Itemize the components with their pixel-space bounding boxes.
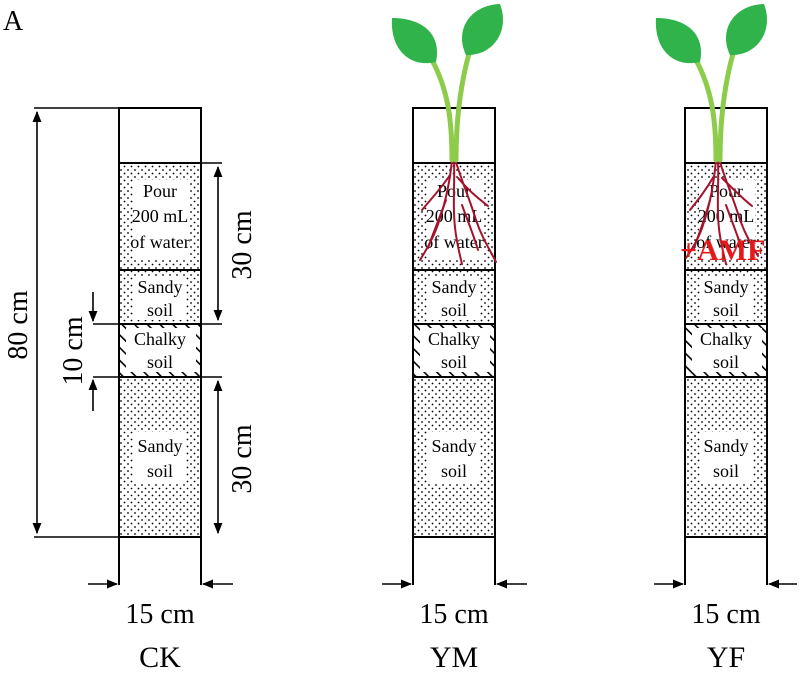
- leaf-left: [655, 18, 701, 64]
- treatment-label-yf: YF: [707, 641, 745, 674]
- chalky-label-1: Chalky: [428, 329, 480, 349]
- column-ym: Pour 200 mL of water Sandy soil Chalky s…: [382, 4, 527, 674]
- lower-height-label: 30 cm: [227, 424, 258, 493]
- roots: [419, 159, 497, 265]
- sandy-lower-label-1: Sandy: [138, 436, 183, 456]
- treatment-label-ck: CK: [139, 641, 181, 674]
- chalky-height-label: 10 cm: [58, 316, 89, 385]
- panel-label: A: [3, 6, 24, 37]
- sandy-upper-label-2: soil: [441, 300, 467, 320]
- upper-height-label: 30 cm: [227, 210, 258, 279]
- top-layer-label-1: Pour: [143, 181, 177, 201]
- column-yf: Pour 200 mL of water Sandy soil Chalky s…: [654, 4, 797, 674]
- column-ck: Pour 200 mL of water Sandy soil Chalky s…: [3, 107, 258, 674]
- seedling: [655, 4, 767, 163]
- width-label: 15 cm: [125, 599, 194, 630]
- amf-label: +AMF: [680, 234, 765, 267]
- top-layer-label-2: 200 mL: [132, 206, 189, 226]
- leaf-right: [461, 4, 503, 56]
- leaf-right: [725, 4, 767, 56]
- total-height-label: 80 cm: [3, 290, 34, 359]
- top-layer-label-3: of water: [424, 232, 483, 252]
- chalky-label-2: soil: [441, 352, 467, 372]
- sandy-lower-label-2: soil: [147, 461, 173, 481]
- leaf-left: [391, 18, 437, 64]
- sandy-upper-label-2: soil: [713, 300, 739, 320]
- sandy-lower-label-2: soil: [441, 461, 467, 481]
- chalky-label-2: soil: [147, 352, 173, 372]
- chalky-label-1: Chalky: [134, 329, 186, 349]
- width-label: 15 cm: [691, 599, 760, 630]
- top-layer-label-3: of water: [130, 232, 189, 252]
- chalky-label-1: Chalky: [700, 329, 752, 349]
- sandy-upper-label-2: soil: [147, 300, 173, 320]
- sandy-lower-label-1: Sandy: [704, 436, 749, 456]
- roots: [685, 159, 759, 265]
- sandy-lower-label-2: soil: [713, 461, 739, 481]
- width-label: 15 cm: [419, 599, 488, 630]
- sandy-upper-label-1: Sandy: [138, 277, 183, 297]
- chalky-label-2: soil: [713, 352, 739, 372]
- seedling: [391, 4, 503, 163]
- top-layer-label-1: Pour: [709, 181, 743, 201]
- treatment-label-ym: YM: [430, 641, 478, 674]
- sandy-upper-label-1: Sandy: [704, 277, 749, 297]
- sandy-upper-label-1: Sandy: [432, 277, 477, 297]
- sandy-lower-label-1: Sandy: [432, 436, 477, 456]
